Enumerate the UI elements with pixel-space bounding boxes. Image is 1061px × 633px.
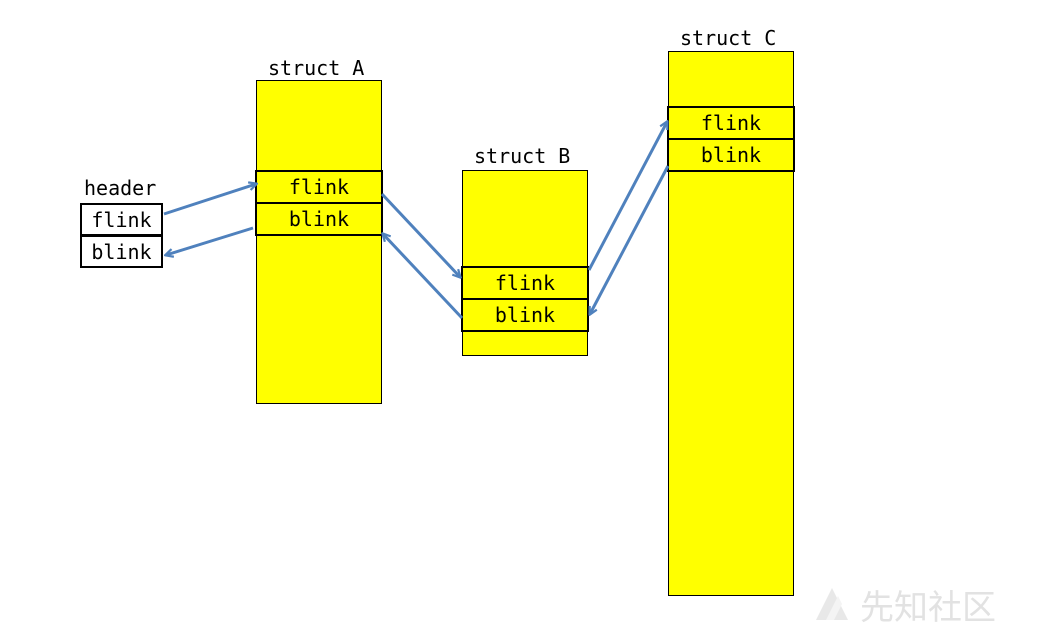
arrow-c-blink-to-b bbox=[590, 165, 670, 314]
struct-c-flink-field: flink bbox=[667, 106, 795, 140]
watermark-text: 先知社区 bbox=[860, 587, 996, 628]
arrow-a-blink-to-header bbox=[166, 226, 254, 255]
xianzhi-logo-icon bbox=[816, 588, 848, 620]
struct-b-label: struct B bbox=[474, 144, 571, 168]
struct-b-blink-field: blink bbox=[461, 298, 589, 332]
arrow-header-flink-to-a bbox=[163, 184, 256, 216]
struct-c-label: struct C bbox=[680, 26, 777, 50]
struct-b-flink-field: flink bbox=[461, 266, 589, 300]
header-flink-field: flink bbox=[80, 203, 163, 236]
arrow-b-flink-to-c bbox=[587, 122, 667, 271]
struct-a-box bbox=[256, 80, 382, 404]
header-blink-field: blink bbox=[80, 235, 163, 268]
struct-c-blink-field: blink bbox=[667, 138, 795, 172]
header-label: header bbox=[84, 176, 157, 200]
watermark: 先知社区 bbox=[812, 580, 1052, 628]
struct-a-blink-field: blink bbox=[255, 202, 383, 236]
arrow-a-flink-to-b bbox=[380, 192, 460, 277]
arrow-b-blink-to-a bbox=[383, 234, 464, 320]
struct-a-label: struct A bbox=[268, 56, 365, 80]
struct-a-flink-field: flink bbox=[255, 170, 383, 204]
